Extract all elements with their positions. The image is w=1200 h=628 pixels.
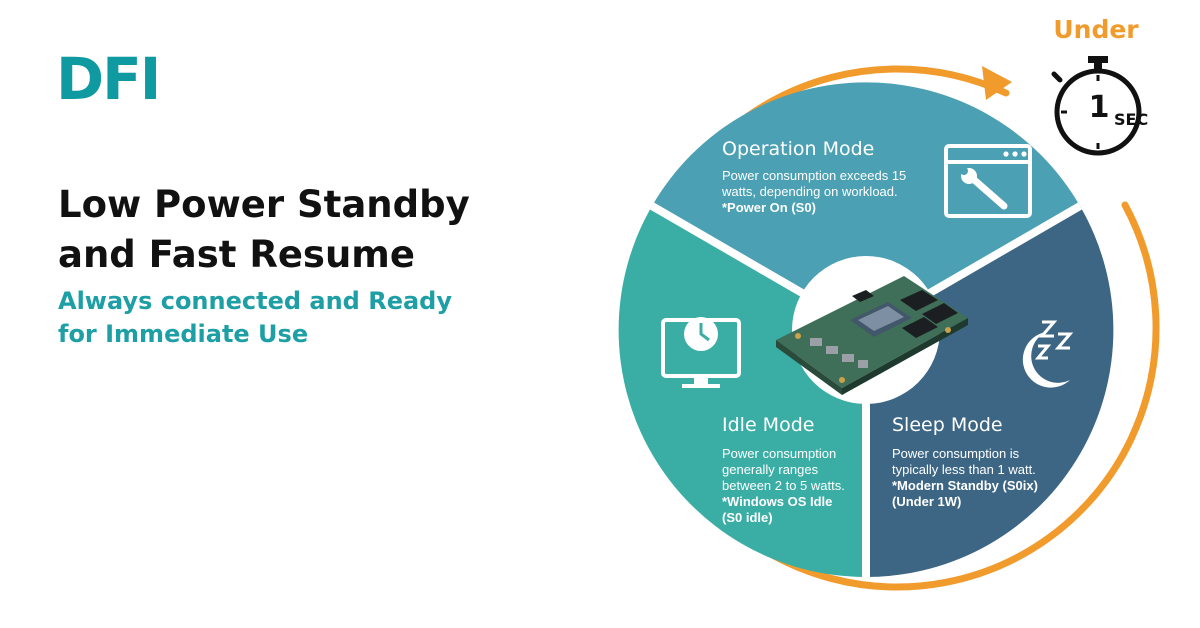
subheadline-line-2: for Immediate Use	[58, 320, 309, 348]
dfi-logo: DFI	[56, 45, 161, 113]
idle-mode-note: (S0 idle)	[722, 510, 773, 525]
sleep-mode-description: Power consumption is typically less than…	[892, 446, 1038, 510]
idle-mode-title: Idle Mode	[722, 414, 815, 436]
idle-mode-body-line: between 2 to 5 watts.	[722, 478, 845, 493]
sleep-mode-note: *Modern Standby (S0ix)	[892, 478, 1038, 493]
timer-unit: SEC	[1114, 110, 1149, 129]
sleep-mode-title: Sleep Mode	[892, 414, 1003, 436]
timer-label: Under	[1053, 15, 1139, 44]
settings-window-icon	[944, 144, 1032, 218]
sleep-mode-body-line: typically less than 1 watt.	[892, 462, 1036, 477]
timer-value: 1	[1088, 90, 1110, 125]
stopwatch-icon	[1051, 56, 1142, 156]
operation-mode-title: Operation Mode	[722, 138, 875, 160]
headline-line-2: and Fast Resume	[58, 233, 415, 276]
cycle-arrowhead	[982, 66, 1012, 100]
monitor-clock-icon	[661, 317, 741, 388]
idle-mode-description: Power consumption generally ranges betwe…	[722, 446, 845, 526]
headline-line-1: Low Power Standby	[58, 183, 470, 226]
operation-mode-body-line: watts, depending on workload.	[722, 184, 898, 199]
idle-mode-note: *Windows OS Idle	[722, 494, 833, 509]
subheadline: Always connected and Ready for Immediate…	[58, 285, 528, 351]
idle-mode-body-line: Power consumption	[722, 446, 837, 461]
operation-mode-description: Power consumption exceeds 15 watts, depe…	[722, 168, 906, 216]
operation-mode-note: *Power On (S0)	[722, 200, 816, 215]
sleep-mode-body-line: Power consumption is	[892, 446, 1020, 461]
moon-sleep-icon	[1022, 320, 1074, 388]
computer-module-board-image	[776, 276, 968, 395]
idle-mode-body-line: generally ranges	[722, 462, 819, 477]
sleep-mode-note: (Under 1W)	[892, 494, 962, 509]
operation-mode-body-line: Power consumption exceeds 15	[722, 168, 907, 183]
subheadline-line-1: Always connected and Ready	[58, 287, 452, 315]
headline: Low Power Standby and Fast Resume	[58, 180, 528, 280]
